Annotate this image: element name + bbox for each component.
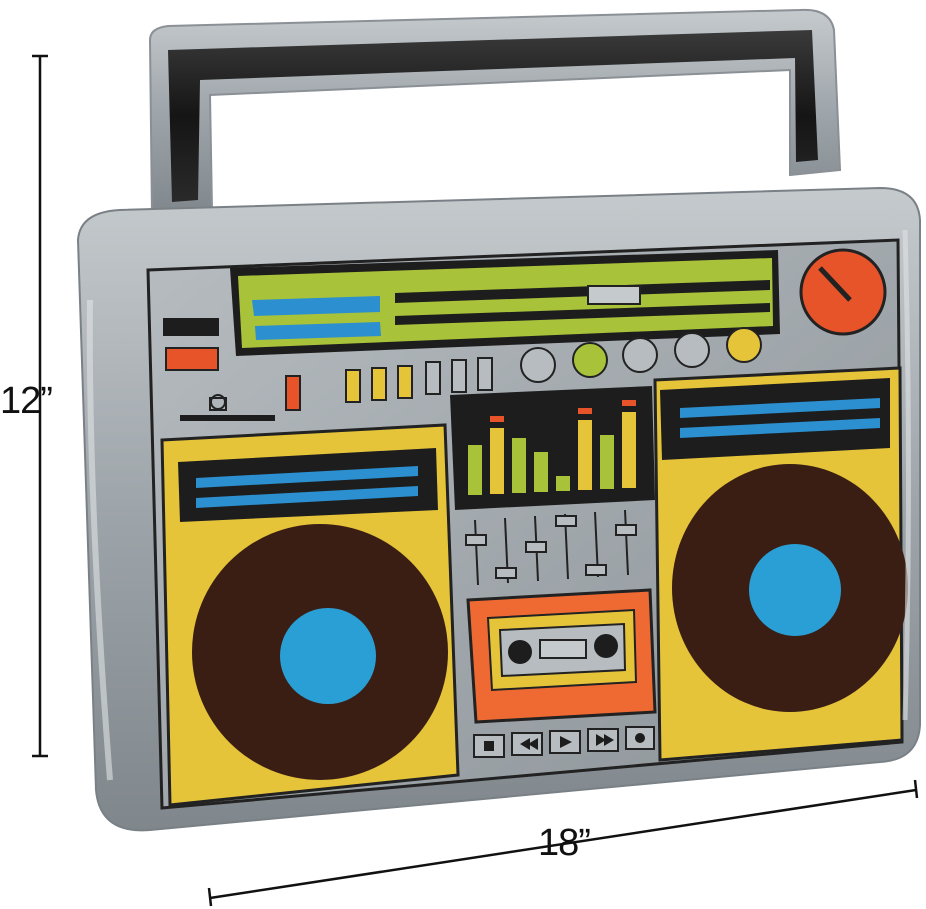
handle — [148, 8, 842, 217]
equalizer-panel — [450, 386, 655, 510]
transport-buttons — [473, 726, 655, 758]
stop-icon — [484, 741, 494, 751]
play-icon — [560, 736, 572, 748]
rewind-icon — [520, 738, 538, 750]
cassette-deck — [466, 588, 657, 724]
right-speaker — [653, 366, 908, 762]
round-buttons — [520, 327, 762, 383]
record-icon — [635, 733, 645, 743]
left-speaker — [160, 423, 460, 807]
width-dimension-line — [207, 779, 919, 907]
fast-forward-icon — [596, 734, 614, 746]
preset-buttons — [345, 357, 493, 403]
lock-icon — [209, 394, 227, 411]
tuner-display — [230, 250, 780, 356]
height-dimension-line — [32, 54, 48, 758]
fader-sliders — [465, 509, 637, 586]
left-control-panel — [163, 318, 301, 421]
width-dimension-label: 18” — [538, 822, 591, 864]
height-dimension-label: 12” — [0, 380, 53, 422]
volume-knob — [799, 248, 887, 336]
